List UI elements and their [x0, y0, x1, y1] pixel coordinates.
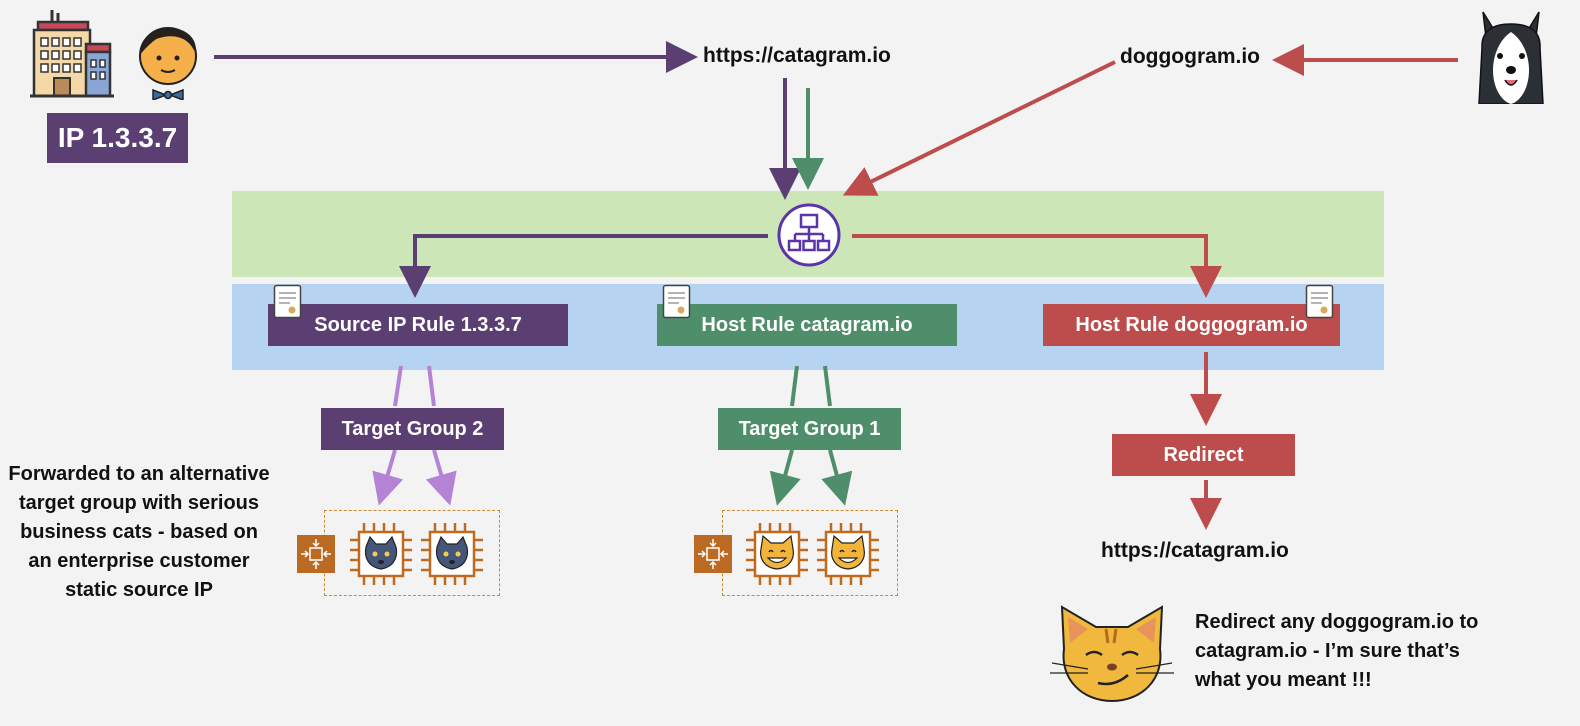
target-group-2-box: Target Group 2 — [321, 408, 504, 450]
target-group-1-box: Target Group 1 — [718, 408, 901, 450]
arrow-tg2-to-instance-b — [425, 449, 457, 506]
ec2-instance-cat-icon — [746, 523, 808, 585]
arrow-rule-to-tg2-left — [393, 365, 403, 407]
business-person-icon — [139, 27, 197, 100]
host-rule-doggogram-label: Host Rule doggogram.io — [1075, 313, 1308, 336]
husky-dog-icon — [1478, 11, 1544, 104]
host-rule-catagram-label: Host Rule catagram.io — [701, 313, 913, 336]
target-group-2-label: Target Group 2 — [341, 417, 484, 440]
target-group-1-label: Target Group 1 — [738, 417, 881, 440]
certificate-icon — [1305, 284, 1334, 319]
arrow-tg2-to-instance-a — [372, 449, 404, 506]
arrow-rule-to-tg1-left — [790, 365, 799, 407]
right-explanation-note: Redirect any doggogram.io to catagram.io… — [1195, 611, 1479, 691]
source-ip-rule-box: Source IP Rule 1.3.3.7 — [268, 304, 568, 346]
redirect-box: Redirect — [1112, 434, 1295, 476]
left-explanation-note: Forwarded to an alternative target group… — [8, 463, 270, 601]
arrow-rule-to-tg2-right — [427, 365, 436, 407]
auto-scaling-icon — [297, 535, 335, 573]
arrow-tg1-to-instance-b — [821, 449, 853, 506]
catagram-url-top: https://catagram.io — [703, 44, 891, 67]
source-ip-rule-label: Source IP Rule 1.3.3.7 — [314, 313, 522, 336]
arrow-lb-to-doggogram-rule — [852, 234, 1222, 298]
ec2-instance-cat-icon — [817, 523, 879, 585]
auto-scaling-icon — [694, 535, 732, 573]
arrow-lb-to-source-ip-rule — [399, 234, 768, 298]
redirect-label: Redirect — [1163, 443, 1244, 466]
arrow-doggogram-to-lb — [842, 60, 1116, 196]
smirking-cat-icon — [1050, 605, 1174, 703]
host-rule-catagram-box: Host Rule catagram.io — [657, 304, 957, 346]
certificate-icon — [273, 284, 302, 319]
ec2-instance-panther-icon — [421, 523, 483, 585]
office-building-icon — [30, 10, 114, 98]
client-ip-label: IP 1.3.3.7 — [47, 113, 188, 163]
client-ip-text: IP 1.3.3.7 — [57, 122, 178, 153]
arrow-rule-to-tg1-right — [823, 365, 832, 407]
ec2-instance-panther-icon — [350, 523, 412, 585]
host-rule-doggogram-box: Host Rule doggogram.io — [1043, 304, 1340, 346]
doggogram-url-top: doggogram.io — [1120, 45, 1260, 68]
certificate-icon — [662, 284, 691, 319]
load-balancer-icon — [777, 203, 841, 267]
arrow-tg1-to-instance-a — [769, 449, 801, 506]
catagram-url-redirect: https://catagram.io — [1101, 539, 1289, 562]
